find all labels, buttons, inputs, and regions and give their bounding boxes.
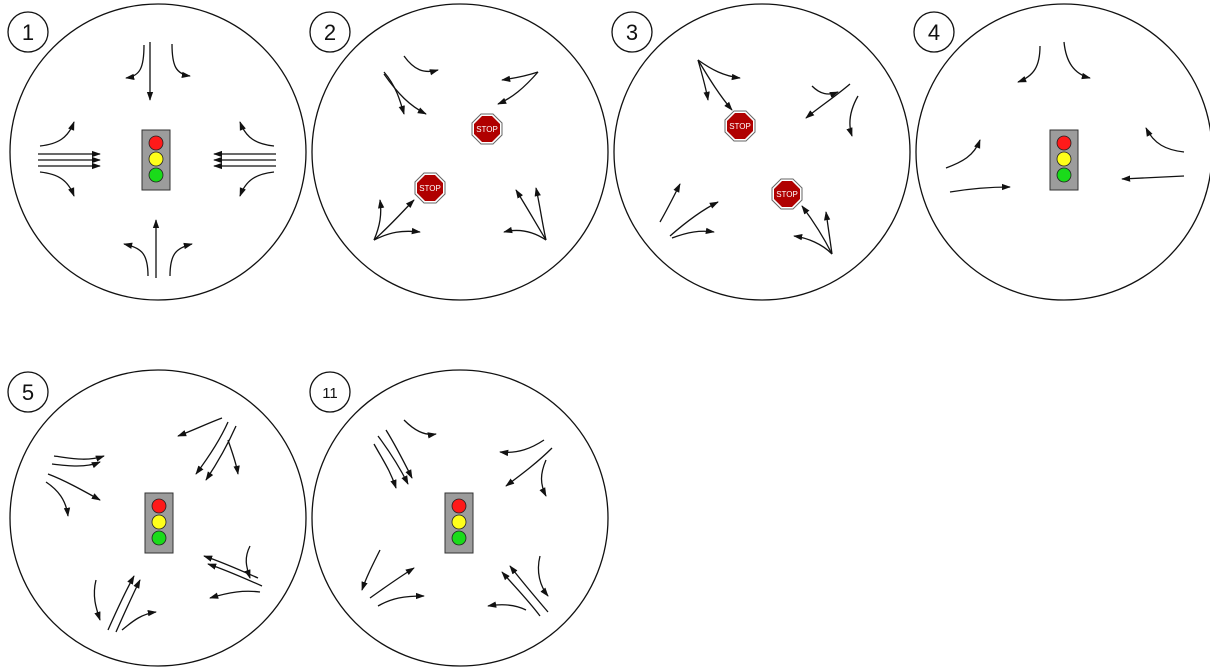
stop-sign-icon: STOP (724, 110, 756, 142)
diagram-label-badge: 2 (309, 11, 351, 53)
diagram-label: 2 (324, 20, 336, 45)
traffic-light-icon (141, 129, 171, 191)
traffic-light-icon (144, 492, 174, 554)
traffic-light-icon (444, 492, 474, 554)
diagram-2: 2 STOP STOP (309, 3, 609, 301)
traffic-arrows (373, 55, 547, 241)
intersection-circle (9, 369, 307, 667)
diagram-label-badge: 3 (611, 11, 653, 53)
diagram-1: 1 (7, 3, 307, 301)
traffic-arrows (945, 41, 1185, 193)
intersection-circle (9, 3, 307, 301)
diagram-label: 3 (626, 20, 638, 45)
intersection-circle (311, 369, 609, 667)
diagram-label: 1 (22, 20, 34, 45)
diagram-label-badge: 11 (309, 371, 351, 413)
intersection-circle (613, 3, 911, 301)
diagram-label-badge: 1 (7, 11, 49, 53)
diagram-label-badge: 5 (7, 371, 49, 413)
stop-sign-icon: STOP (471, 113, 503, 145)
stop-sign-label: STOP (419, 184, 441, 193)
traffic-arrows (659, 59, 859, 255)
diagram-label: 4 (928, 20, 940, 45)
intersection-circle (915, 3, 1210, 301)
traffic-light-icon (1049, 129, 1079, 191)
diagram-11: 11 (309, 369, 609, 667)
diagram-label-badge: 4 (913, 11, 955, 53)
stop-sign-label: STOP (729, 122, 751, 131)
stop-sign-icon: STOP (771, 178, 803, 210)
stop-sign-icon: STOP (414, 172, 446, 204)
intersection-circle (311, 3, 609, 301)
traffic-arrows (38, 42, 276, 278)
diagram-5: 5 (7, 369, 307, 667)
diagram-label: 5 (22, 380, 34, 405)
traffic-arrows (45, 417, 263, 633)
diagram-label: 11 (322, 385, 338, 402)
diagram-3: 3 STOP STOP (611, 3, 911, 301)
traffic-arrows (361, 419, 553, 617)
stop-sign-label: STOP (776, 190, 798, 199)
stop-sign-label: STOP (476, 125, 498, 134)
diagram-4: 4 (913, 3, 1210, 301)
